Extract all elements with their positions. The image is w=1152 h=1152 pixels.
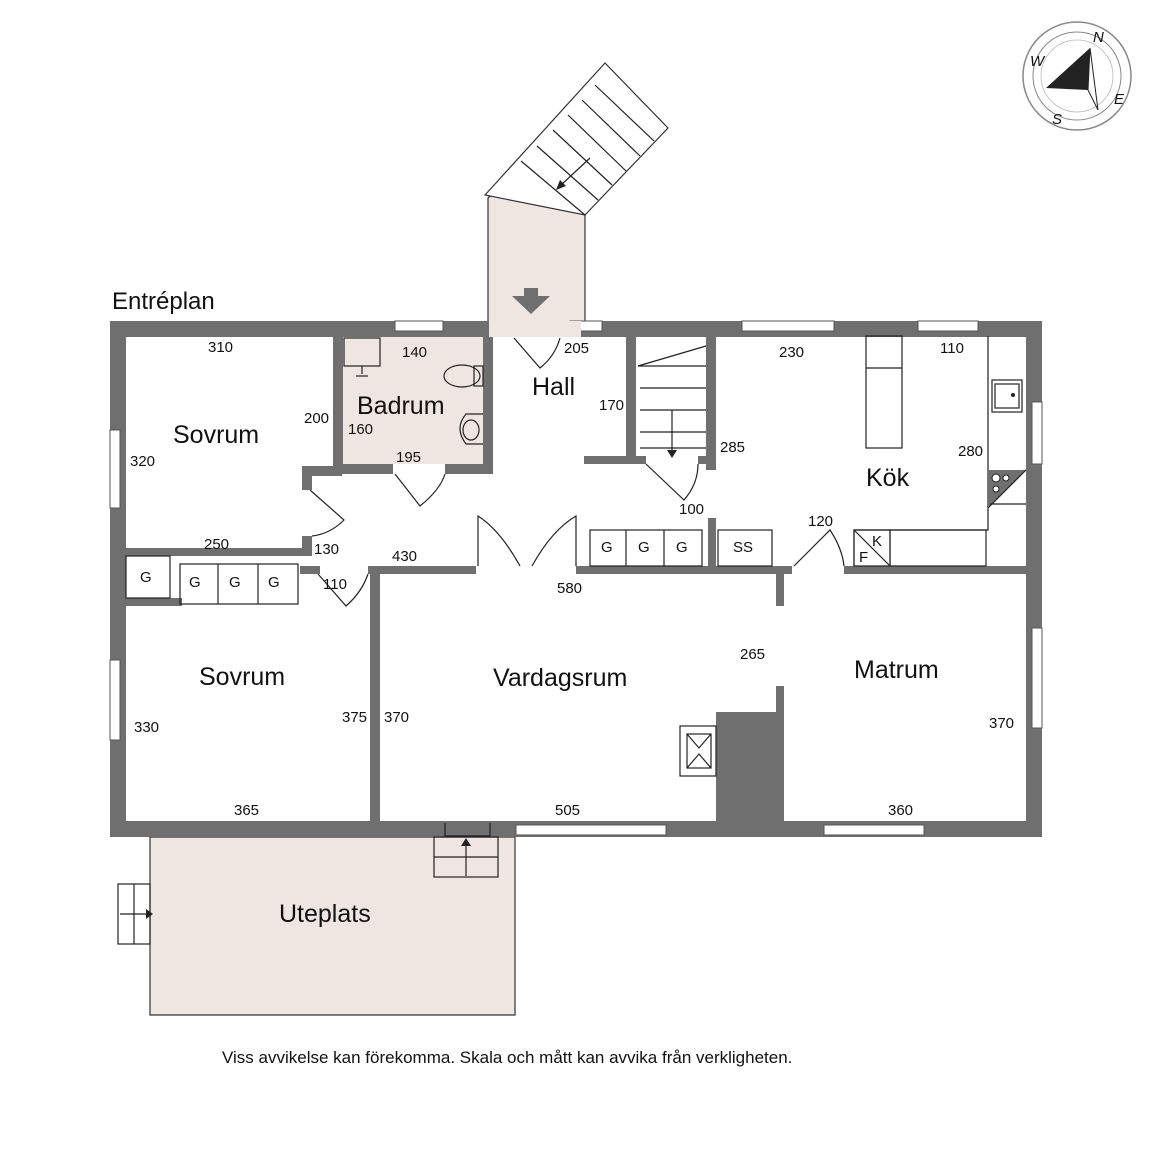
dim-matrum-width: 360	[888, 802, 913, 819]
fireplace	[679, 725, 717, 777]
compass-letter-e: E	[1114, 91, 1125, 108]
compass-letter-n: N	[1093, 29, 1104, 46]
dim-sovrum-top-bottom: 250	[204, 536, 229, 553]
room-label-uteplats: Uteplats	[279, 900, 371, 928]
dim-badrum-top: 140	[402, 344, 427, 361]
dim-matrum-top: 265	[740, 646, 765, 663]
dim-sovrum-bottom-height: 330	[134, 719, 159, 736]
kitchen-fixtures	[853, 335, 1027, 567]
dim-vardagsrum-side: 370	[384, 709, 409, 726]
compass-needle-icon	[1046, 48, 1090, 90]
dim-hall-corridor-b: 430	[392, 548, 417, 565]
unit-label-ss: SS	[733, 539, 753, 556]
dim-badrum-side: 160	[348, 421, 373, 438]
outside-stairs	[483, 62, 669, 216]
dim-badrum-bottom: 195	[396, 449, 421, 466]
unit-label-g3: G	[229, 574, 241, 591]
windows	[109, 320, 1043, 836]
dim-sovrum-top-width: 310	[208, 339, 233, 356]
dim-kok-door: 120	[808, 513, 833, 530]
room-label-badrum: Badrum	[357, 392, 445, 420]
unit-label-f: F	[859, 549, 868, 566]
room-label-kok: Kök	[866, 464, 910, 492]
unit-label-k: K	[872, 533, 882, 550]
indoor-stairs	[637, 345, 707, 458]
room-label-sovrum-bottom: Sovrum	[199, 663, 285, 691]
dim-kok-side: 280	[958, 443, 983, 460]
dim-hall-top: 205	[564, 340, 589, 357]
room-label-hall: Hall	[532, 373, 575, 401]
compass-letter-s: S	[1052, 111, 1062, 128]
dim-sovrum-bottom-width: 365	[234, 802, 259, 819]
dim-stair-bottom: 100	[679, 501, 704, 518]
room-label-sovrum-top: Sovrum	[173, 421, 259, 449]
entry-arrow	[512, 288, 550, 314]
patio-steps	[117, 836, 499, 945]
dim-matrum-side: 370	[989, 715, 1014, 732]
dim-vardagsrum-width: 505	[555, 802, 580, 819]
wardrobes	[125, 529, 773, 605]
dim-sovrum-top-side: 200	[304, 410, 329, 427]
dim-kok-top-a: 230	[779, 344, 804, 361]
unit-label-g2: G	[189, 574, 201, 591]
dim-sovrum-top-height: 320	[130, 453, 155, 470]
compass: N E S W	[1022, 21, 1132, 131]
dim-stair-side: 285	[720, 439, 745, 456]
dim-hall-door: 110	[323, 576, 347, 593]
dim-hall-bottom: 580	[557, 580, 582, 597]
dim-kok-top-b: 110	[940, 340, 964, 357]
room-label-matrum: Matrum	[854, 656, 939, 684]
bathroom-fixtures	[343, 337, 484, 445]
unit-label-g5: G	[601, 539, 613, 556]
room-label-vardagsrum: Vardagsrum	[493, 664, 627, 692]
unit-label-g4: G	[268, 574, 280, 591]
unit-label-g6: G	[638, 539, 650, 556]
dim-sovrum-bottom-side: 375	[342, 709, 367, 726]
doors	[309, 337, 845, 837]
dim-hall-side: 170	[599, 397, 624, 414]
entry-gap	[489, 321, 581, 337]
compass-letter-w: W	[1030, 53, 1046, 70]
unit-label-g7: G	[676, 539, 688, 556]
page-title: Entréplan	[112, 288, 215, 315]
dim-hall-corridor-a: 130	[314, 541, 339, 558]
disclaimer-text: Viss avvikelse kan förekomma. Skala och …	[222, 1048, 792, 1067]
badrum-floor	[341, 334, 485, 464]
unit-label-g1: G	[140, 569, 152, 586]
